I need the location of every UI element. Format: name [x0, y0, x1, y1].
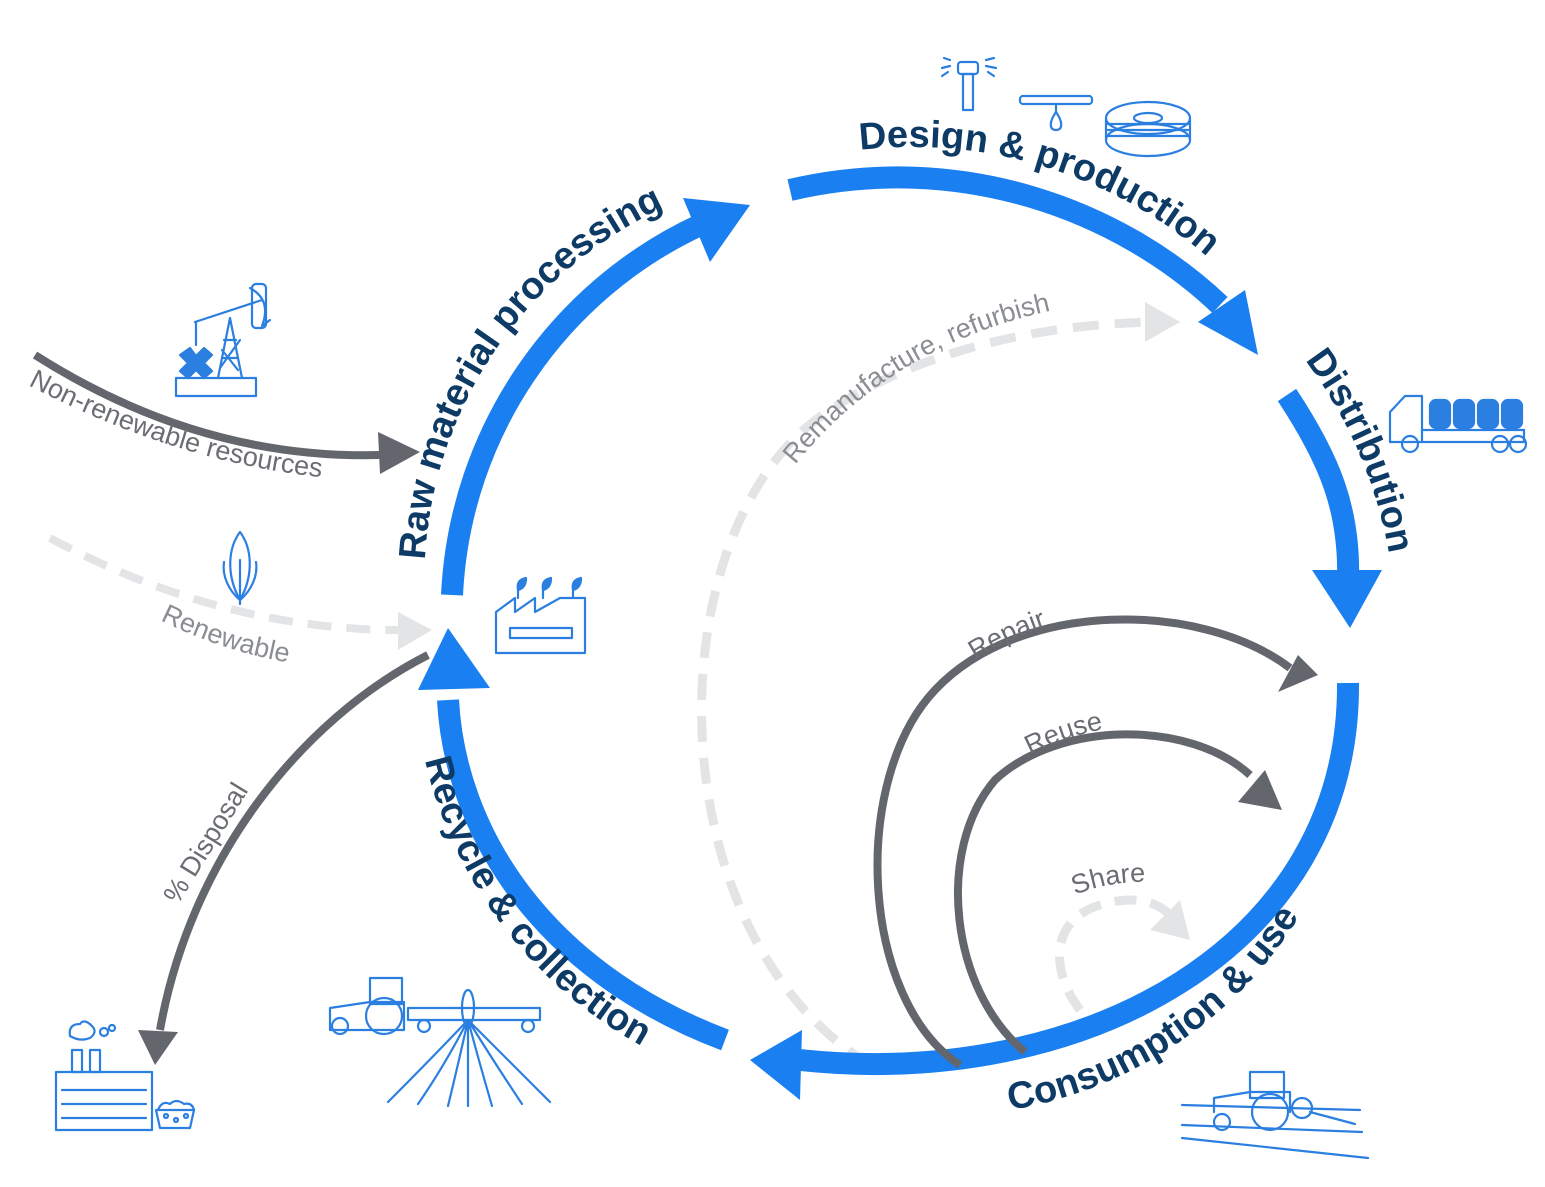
- plant-leaf-icon: [222, 530, 258, 606]
- reuse-label: Reuse: [1020, 706, 1105, 761]
- non-renewable-arrowhead: [378, 432, 420, 474]
- recycle-arrow: [437, 699, 729, 1051]
- share-label: Share: [1067, 858, 1146, 901]
- raw-material-arrow: [441, 215, 705, 596]
- filament-spool-icon: [1104, 100, 1192, 158]
- renewable-arrowhead: [398, 612, 432, 650]
- reuse-arrow: [953, 730, 1253, 1056]
- share-arrowhead: [1150, 900, 1190, 940]
- dark-loop-arrowheads: [138, 432, 1318, 1065]
- incinerator-icon: [54, 1020, 154, 1132]
- disposal-arrowhead: [138, 1030, 178, 1065]
- disposal-arrow: [156, 651, 430, 1031]
- tractor-harvest-icon: [1180, 1070, 1370, 1160]
- sprinkler-icon: [940, 56, 998, 112]
- design-arrowhead: [1198, 290, 1258, 355]
- raw-material-arrowhead: [683, 198, 750, 262]
- light-loops: [48, 302, 1190, 1069]
- consumption-arrow: [798, 682, 1360, 1075]
- waste-bin-icon: [154, 1099, 196, 1130]
- main-cycle-arrowheads: [418, 198, 1382, 1100]
- repair-arrow: [873, 615, 1293, 1069]
- remanufacture-arrowhead: [1145, 302, 1180, 342]
- distribution-arrowhead: [1312, 570, 1382, 628]
- truck-icon: [1388, 394, 1528, 454]
- distribution-arrow: [1277, 388, 1360, 581]
- recycle-arrowhead: [418, 628, 490, 690]
- remanufacture-label: Remanufacture, refurbish: [777, 287, 1053, 469]
- design-arrow: [787, 166, 1228, 313]
- tractor-sprayer-icon: [328, 976, 552, 1108]
- reuse-arrowhead: [1238, 770, 1282, 810]
- pumpjack-icon: [174, 282, 272, 398]
- factory-icon: [494, 576, 587, 655]
- repair-label: Repair: [963, 603, 1049, 665]
- repair-arrowhead: [1278, 655, 1318, 692]
- dark-loops: [32, 351, 1293, 1069]
- non-renewable-label: Non-renewable resources: [25, 364, 324, 483]
- consumption-arrowhead: [750, 1030, 802, 1100]
- renewable-arrow: [48, 534, 401, 634]
- remanufacture-arrow: [697, 317, 1151, 1069]
- renewable-label: Renewable: [157, 598, 292, 668]
- non-renewable-arrow: [32, 351, 381, 460]
- main-cycle: [437, 166, 1360, 1075]
- share-arrow: [1055, 895, 1174, 1013]
- drip-emitter-icon: [1018, 94, 1094, 132]
